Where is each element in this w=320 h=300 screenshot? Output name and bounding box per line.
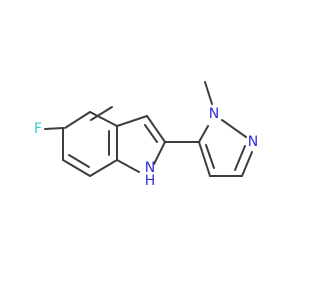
molecule-structure: F N H N N <box>34 81 258 189</box>
bond <box>205 144 215 169</box>
bond <box>116 159 140 173</box>
bond-fluorine <box>44 127 64 130</box>
bond <box>116 115 148 127</box>
benzene-ring <box>62 106 118 177</box>
bond <box>89 159 118 177</box>
bond <box>89 111 118 127</box>
bond-methyl <box>204 81 213 105</box>
atom-indole-hydrogen: H <box>145 173 156 189</box>
bond <box>198 141 211 177</box>
bond <box>241 151 253 177</box>
atom-fluorine: F <box>34 121 42 137</box>
bond <box>90 106 113 121</box>
bond <box>144 124 158 143</box>
bond <box>234 145 246 171</box>
bond <box>146 115 166 143</box>
pyrazole-ring <box>198 119 253 177</box>
bond <box>62 159 91 177</box>
bond <box>64 111 91 129</box>
bond <box>68 154 90 168</box>
pyrrole-ring <box>116 115 166 173</box>
bond <box>221 119 247 138</box>
atom-indole-nitrogen: N <box>145 160 155 176</box>
atom-pyrazole-n2: N <box>248 134 258 150</box>
atom-pyrazole-n1: N <box>209 106 219 122</box>
bond <box>153 141 166 165</box>
bond <box>198 125 209 143</box>
